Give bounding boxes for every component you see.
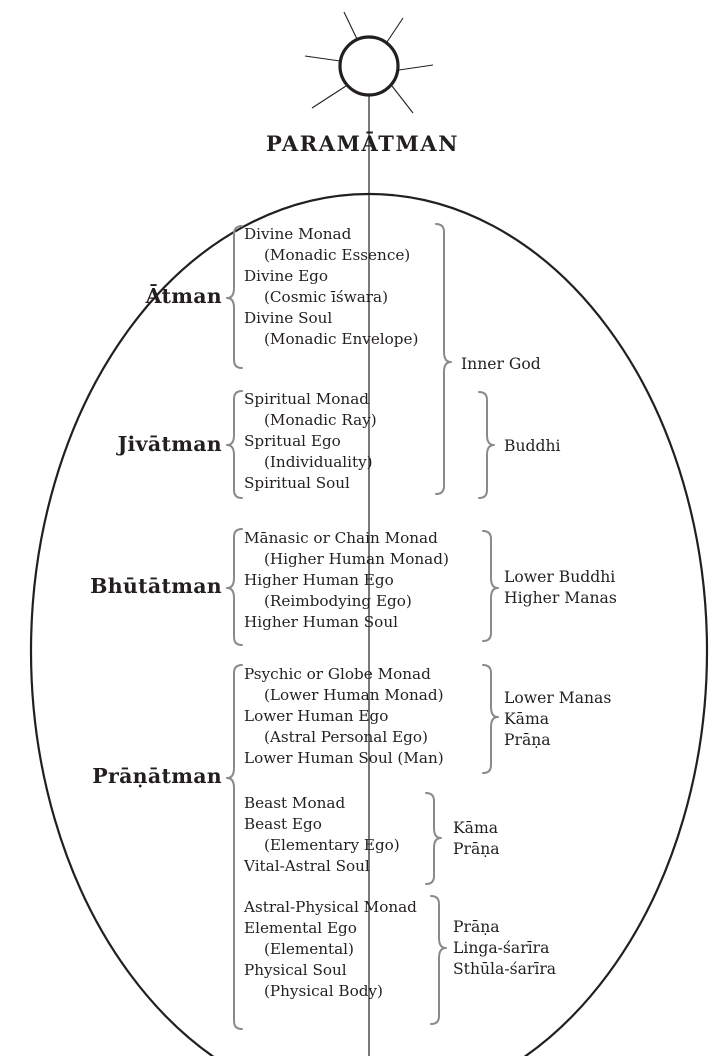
pranatman-entry: Physical Soul — [244, 961, 347, 980]
principles-bhutatman: Lower Buddhi Higher Manas — [504, 567, 617, 609]
principle-label: Lower Buddhi — [504, 568, 616, 586]
atman-entry: (Monadic Envelope) — [264, 330, 419, 349]
pranatman-brace — [226, 664, 243, 1030]
bhutatman-entry: Mānasic or Chain Monad — [244, 529, 438, 547]
principle-label: Buddhi — [504, 437, 561, 455]
jivatman-entry: Spiritual Monad — [244, 390, 369, 408]
principle-label: Higher Manas — [504, 589, 617, 607]
sun-ray — [304, 55, 341, 62]
jivatman-entries: Spiritual Monad (Monadic Ray) Spritual E… — [244, 389, 377, 494]
principles-inner-god: Inner God — [461, 354, 541, 375]
pranatman-entry: Psychic or Globe Monad — [244, 665, 431, 683]
pranatman-entry: (Elemental) — [264, 940, 354, 959]
pranatman-entry: Beast Monad — [244, 794, 346, 812]
principle-label: Sthūla-śarīra — [453, 960, 557, 978]
atman-entry: (Monadic Essence) — [264, 246, 411, 265]
group-name-atman: Ātman — [145, 284, 222, 308]
pranatman-entry: (Physical Body) — [264, 982, 383, 1001]
sun-ray — [343, 11, 358, 40]
pranatman-entry: Astral-Physical Monad — [244, 898, 417, 916]
pranatman-entry: Lower Human Ego — [244, 707, 389, 726]
atman-entry: Divine Ego — [244, 267, 329, 286]
atman-entry: (Cosmic īśwara) — [264, 288, 389, 307]
jivatman-brace — [226, 390, 243, 499]
sun-ray — [311, 85, 347, 109]
principle-label: Linga-śarīra — [453, 939, 550, 957]
pranatman-entry: Lower Human Soul (Man) — [244, 749, 444, 768]
pranatman-2-principles-brace — [425, 792, 442, 885]
principle-label: Prāṇa — [453, 918, 500, 936]
principles-pranatman-1: Lower Manas Kāma Prāṇa — [504, 688, 611, 751]
pranatman-1-principles-brace — [482, 664, 499, 774]
bhutatman-brace — [226, 528, 243, 646]
atman-entries: Divine Monad (Monadic Essence) Divine Eg… — [244, 224, 418, 351]
principle-label: Kāma — [453, 819, 499, 837]
sun-ray — [398, 64, 434, 71]
bhutatman-entry: Higher Human Soul — [244, 613, 398, 632]
principle-label: Kāma — [504, 710, 550, 728]
sun-ray — [386, 17, 404, 43]
jivatman-entry: (Individuality) — [264, 453, 373, 472]
bhutatman-entry: Higher Human Ego — [244, 571, 394, 590]
principle-label: Prāṇa — [504, 731, 551, 749]
principles-pranatman-2: Kāma Prāṇa — [453, 818, 500, 860]
sun-disc — [338, 35, 400, 97]
bhutatman-principles-brace — [482, 530, 499, 642]
principle-label: Prāṇa — [453, 840, 500, 858]
jivatman-entry: (Monadic Ray) — [264, 411, 377, 430]
pranatman-entry: Beast Ego — [244, 815, 322, 834]
buddhi-brace — [478, 391, 495, 499]
principles-jivatman: Buddhi — [504, 436, 561, 457]
pranatman-entries-3: Astral-Physical Monad Elemental Ego (Ele… — [244, 897, 417, 1002]
group-name-bhutatman: Bhūtātman — [90, 574, 222, 598]
principle-label: Lower Manas — [504, 689, 612, 707]
bhutatman-entry: (Reimbodying Ego) — [264, 592, 412, 611]
jivatman-entry: Spritual Ego — [244, 432, 341, 451]
pranatman-entries-2: Beast Monad Beast Ego (Elementary Ego) V… — [244, 793, 400, 877]
pranatman-entry: Vital-Astral Soul — [244, 857, 370, 876]
pranatman-entry: (Elementary Ego) — [264, 836, 400, 855]
brackets — [226, 223, 499, 1030]
principle-label: Inner God — [461, 355, 541, 373]
principles-pranatman-3: Prāṇa Linga-śarīra Sthūla-śarīra — [453, 917, 556, 980]
atman-brace — [226, 225, 243, 369]
atman-entry: Divine Monad — [244, 225, 352, 243]
group-name-pranatman: Prāṇātman — [92, 764, 222, 788]
group-name-jivatman: Jivātman — [117, 432, 222, 456]
pranatman-3-principles-brace — [430, 895, 447, 1025]
bhutatman-entries: Mānasic or Chain Monad (Higher Human Mon… — [244, 528, 449, 633]
jivatman-entry: Spiritual Soul — [244, 474, 350, 493]
sun-ray — [391, 85, 414, 114]
bhutatman-entry: (Higher Human Monad) — [264, 550, 449, 569]
pranatman-entry: (Lower Human Monad) — [264, 686, 444, 705]
pranatman-entry: Elemental Ego — [244, 919, 357, 938]
atman-entry: Divine Soul — [244, 309, 333, 328]
pranatman-entries-1: Psychic or Globe Monad (Lower Human Mona… — [244, 664, 444, 769]
diagram-title: PARAMĀTMAN — [265, 131, 460, 156]
pranatman-entry: (Astral Personal Ego) — [264, 728, 428, 747]
inner-god-brace — [435, 223, 452, 495]
